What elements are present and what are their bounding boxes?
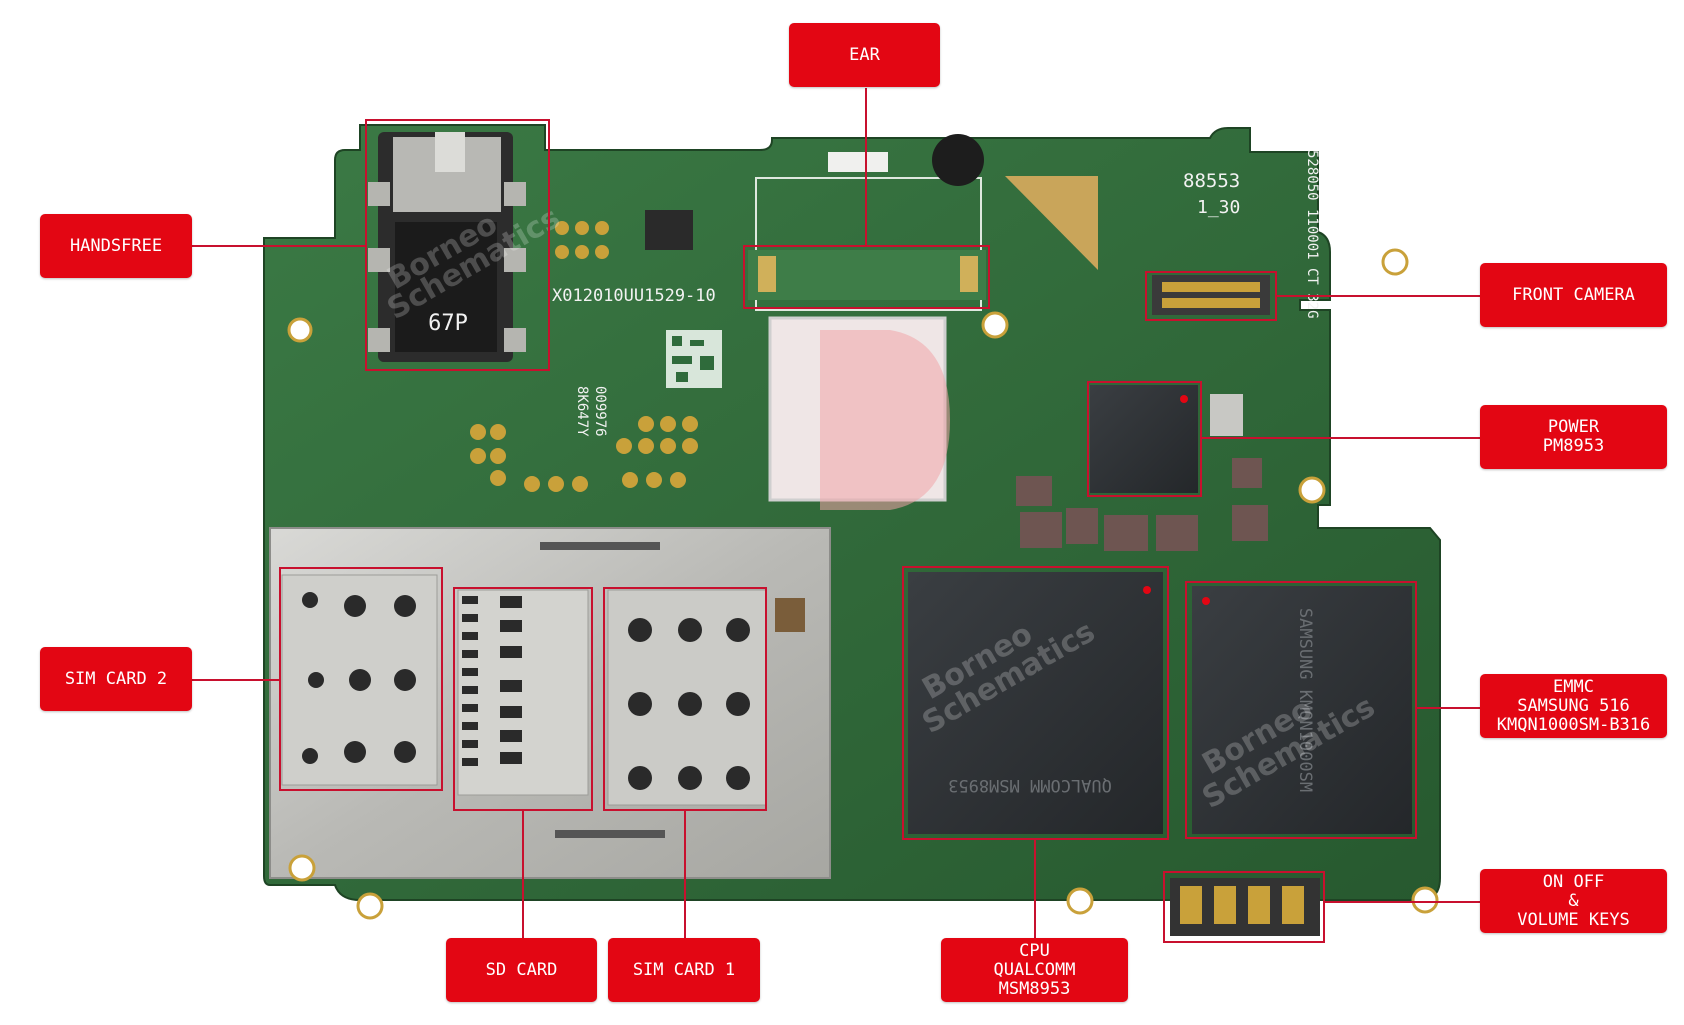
mounting-holes [287, 248, 1439, 920]
label-sd-card-line-1: SD CARD [485, 959, 558, 980]
label-power: POWER PM8953 [1480, 405, 1667, 469]
inductors [1016, 458, 1268, 551]
ear-speaker-area [748, 134, 986, 311]
model-marking: 88553 [1183, 170, 1240, 192]
label-power-line-2: PM8953 [1542, 436, 1605, 456]
label-sim-card-1-line-1: SIM CARD 1 [632, 959, 736, 980]
front-camera-connector [1152, 275, 1270, 315]
label-on-off-line-2: & [1568, 890, 1579, 911]
highlight-boxes [279, 119, 1417, 943]
label-cpu-line-2: QUALCOMM [993, 959, 1076, 980]
highlight-emmc [1185, 581, 1417, 839]
copper-triangle [1005, 176, 1098, 270]
label-front-camera-lines: FRONT CAMERA [1512, 284, 1635, 305]
label-emmc-line-2: SAMSUNG 516 [1517, 695, 1630, 716]
revision-marking: 1_30 [1197, 197, 1240, 218]
label-sim-card-1-lines: SIM CARD 1 [632, 959, 736, 980]
test-pads-left [470, 221, 698, 492]
qr-code [666, 330, 722, 388]
highlight-buttons [1163, 871, 1325, 943]
jack-marking: 67P [428, 311, 468, 336]
leader-lines [192, 88, 1480, 938]
side-code-marking: 528050 110001 CT 32G [1304, 150, 1320, 319]
label-on-off: ON OFF & VOLUME KEYS [1480, 869, 1667, 933]
label-cpu: CPU QUALCOMM MSM8953 [941, 938, 1128, 1002]
label-sim-card-1: SIM CARD 1 [608, 938, 760, 1002]
label-ear-line-1: EAR [849, 44, 880, 65]
part-number-marking: X012010UU1529-10 [552, 286, 716, 306]
label-emmc-line-3: KMQN1000SM-B316 [1496, 714, 1651, 735]
cpu-chip-marking: QUALCOMM MSM8953 [948, 775, 1112, 795]
label-sd-card-lines: SD CARD [485, 959, 558, 980]
label-sim-card-2: SIM CARD 2 [40, 647, 192, 711]
emmc-chip: SAMSUNG KMQN1000SM [1192, 586, 1412, 834]
label-emmc: EMMC SAMSUNG 516 KMQN1000SM-B316 [1480, 674, 1667, 738]
lot-marking-b: 009976 [592, 386, 608, 437]
logo-watermark [820, 330, 950, 510]
label-emmc-line-1: EMMC [1553, 676, 1594, 697]
label-ear-lines: EAR [849, 44, 880, 65]
label-handsfree-line-1: HANDSFREE [69, 235, 163, 256]
label-ear: EAR [789, 23, 940, 87]
label-sd-card: SD CARD [446, 938, 597, 1002]
crystal [1210, 394, 1243, 436]
button-connector [1170, 878, 1320, 936]
sd-card-pins [462, 596, 522, 766]
label-on-off-lines: ON OFF & VOLUME KEYS [1517, 871, 1630, 930]
label-sim-card-2-lines: SIM CARD 2 [64, 668, 168, 689]
headphone-jack: 67P [368, 132, 526, 362]
label-cpu-line-3: MSM8953 [998, 978, 1071, 999]
label-cpu-line-1: CPU [1019, 940, 1050, 961]
label-cpu-lines: CPU QUALCOMM MSM8953 [993, 940, 1076, 999]
label-front-camera: FRONT CAMERA [1480, 263, 1667, 327]
sim1-pins [628, 618, 750, 790]
label-sim-card-2-line-1: SIM CARD 2 [64, 668, 168, 689]
label-on-off-line-3: VOLUME KEYS [1517, 909, 1630, 930]
label-handsfree: HANDSFREE [40, 214, 192, 278]
pmic-chip [1090, 385, 1198, 493]
label-power-line-1: POWER [1547, 417, 1600, 437]
lot-marking-a: 8K647Y [574, 386, 590, 437]
label-handsfree-lines: HANDSFREE [69, 235, 163, 256]
cpu-chip: QUALCOMM MSM8953 [908, 572, 1163, 834]
sensor-ic [645, 210, 693, 250]
emmc-chip-marking: SAMSUNG KMQN1000SM [1295, 608, 1315, 792]
label-on-off-line-1: ON OFF [1542, 871, 1605, 892]
sim2-pins [302, 592, 416, 764]
label-front-camera-line-1: FRONT CAMERA [1512, 284, 1635, 305]
label-emmc-lines: EMMC SAMSUNG 516 KMQN1000SM-B316 [1496, 676, 1651, 735]
label-power-lines: POWER PM8953 [1543, 418, 1604, 456]
